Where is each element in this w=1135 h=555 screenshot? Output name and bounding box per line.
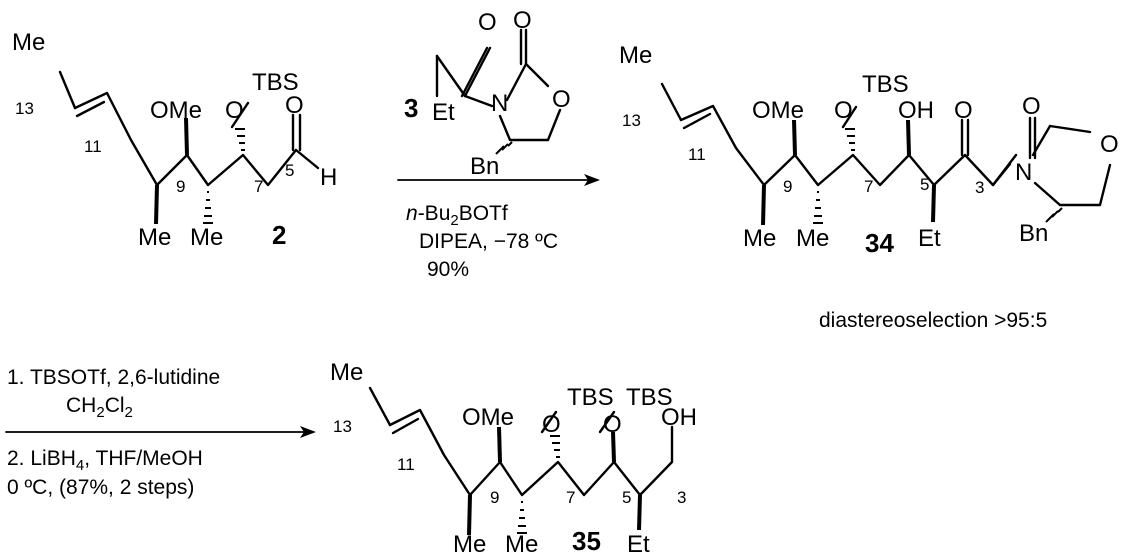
compound-number-2: 2 <box>272 220 286 250</box>
locant-3: 3 <box>975 178 984 197</box>
nitrogen-label: N <box>491 90 508 117</box>
carbonyl-oxygen-label: O <box>478 9 497 36</box>
reaction-arrow-1 <box>397 174 600 186</box>
hydroxyl-label: OH <box>898 97 934 124</box>
tbs-label: TBS <box>567 384 614 411</box>
wedge-bond <box>497 427 502 462</box>
reaction-arrow-2 <box>5 426 316 438</box>
carbonyl-oxygen-label: O <box>954 97 973 124</box>
wedge-bond <box>611 432 616 462</box>
methoxy-label: OMe <box>462 404 514 431</box>
wedge-bond <box>931 185 936 222</box>
compound-number-3: 3 <box>404 93 418 123</box>
locant-7: 7 <box>864 177 873 196</box>
methyl-label: Me <box>190 224 223 251</box>
wedge-bond <box>792 120 797 155</box>
locant-9: 9 <box>490 488 499 507</box>
ring-oxygen-label: O <box>552 86 571 113</box>
step1-yield: 90% <box>427 258 469 281</box>
methyl-label: Me <box>619 42 652 69</box>
benzyl-label: Bn <box>1019 220 1048 247</box>
methoxy-label: OMe <box>150 97 202 124</box>
compound-35-structure: Me 13 11 OMe O TBS O TBS OH 9 7 5 3 Me M… <box>330 359 697 555</box>
step1-base: DIPEA, −78 ºC <box>419 230 558 253</box>
hash-bond <box>495 141 513 155</box>
wedge-bond <box>184 118 189 155</box>
wedge-bond <box>154 185 159 224</box>
ethyl-label: Et <box>432 99 455 126</box>
step2-line3-b: , THF/MeOH <box>84 447 203 470</box>
aldehyde-oxygen-label: O <box>285 92 304 119</box>
locant-5: 5 <box>285 161 294 180</box>
methyl-label: Me <box>138 224 171 251</box>
methyl-label: Me <box>505 531 538 555</box>
methyl-label: Me <box>330 359 363 386</box>
wedge-bond <box>637 495 642 530</box>
locant-9: 9 <box>783 177 792 196</box>
hash-bond <box>203 128 245 224</box>
compound-number-35: 35 <box>572 526 601 555</box>
methyl-label: Me <box>12 29 45 56</box>
step2-solvent-sub1: 2 <box>96 404 104 421</box>
step2-line1: 1. TBSOTf, 2,6-lutidine <box>7 366 220 389</box>
benzyl-label: Bn <box>470 153 499 180</box>
compound-2-structure: Me 13 11 OMe O TBS 9 7 5 O H Me Me 2 <box>12 29 337 251</box>
nitrogen-label: N <box>1015 159 1032 186</box>
step2-line3: 2. LiBH4, THF/MeOH <box>7 447 203 474</box>
step2-line4: 0 ºC, (87%, 2 steps) <box>7 476 194 499</box>
step1-reagent-sub: 2 <box>450 212 458 229</box>
ether-oxygen-label: O <box>834 97 853 124</box>
locant-7: 7 <box>254 177 263 196</box>
wedge-bond <box>761 185 766 225</box>
locant-5: 5 <box>622 488 631 507</box>
step2-solvent-sub2: 2 <box>125 404 133 421</box>
ether-oxygen-label: O <box>225 97 244 124</box>
wedge-bond <box>906 120 911 155</box>
diastereoselection-note: diastereoselection >95:5 <box>819 309 1047 332</box>
carbonyl-oxygen-label: O <box>1022 93 1041 120</box>
locant-11: 11 <box>397 455 415 474</box>
locant-5: 5 <box>920 175 929 194</box>
tbs-label: TBS <box>252 69 299 96</box>
aldehyde-h-label: H <box>320 164 337 191</box>
compound-34-structure: Me 13 11 OMe O TBS OH O O N O 9 7 5 3 Me… <box>619 42 1119 258</box>
locant-13: 13 <box>622 111 641 130</box>
step2-solvent-a: CH <box>66 394 96 417</box>
hash-bond <box>517 435 560 534</box>
locant-3: 3 <box>677 488 686 507</box>
tbs-label: TBS <box>626 384 673 411</box>
tbs-label: TBS <box>862 71 909 98</box>
hash-bond <box>813 128 1063 224</box>
ether-oxygen-label: O <box>603 411 622 438</box>
step2-solvent: CH2Cl2 <box>66 394 133 421</box>
step1-reagent: n-Bu2BOTf <box>406 202 508 229</box>
ether-oxygen-label: O <box>542 411 561 438</box>
compound-3-structure: O O N O Et Bn 3 <box>404 7 571 180</box>
ethyl-label: Et <box>627 531 650 555</box>
locant-9: 9 <box>176 177 185 196</box>
step2-line3-a: 2. LiBH <box>7 447 76 470</box>
methoxy-label: OMe <box>752 97 804 124</box>
hydroxyl-label: OH <box>661 404 697 431</box>
locant-11: 11 <box>84 137 102 156</box>
locant-7: 7 <box>566 488 575 507</box>
methyl-label: Me <box>743 225 776 252</box>
step1-reagent-rest: -Bu <box>418 202 451 225</box>
step2-line3-sub: 4 <box>76 457 84 474</box>
locant-11: 11 <box>688 145 706 164</box>
methyl-label: Me <box>796 225 829 252</box>
compound-number-34: 34 <box>865 228 894 258</box>
ring-oxygen-label: O <box>1100 131 1119 158</box>
wedge-bond <box>467 495 472 535</box>
step1-reagent-tail: BOTf <box>459 202 508 225</box>
methyl-label: Me <box>453 531 486 555</box>
carbonyl-oxygen-label: O <box>513 7 532 34</box>
locant-13: 13 <box>15 99 34 118</box>
step1-reagent-prefix: n <box>406 202 418 225</box>
locant-13: 13 <box>333 417 352 436</box>
ethyl-label: Et <box>918 225 941 252</box>
step2-solvent-b: Cl <box>105 394 125 417</box>
